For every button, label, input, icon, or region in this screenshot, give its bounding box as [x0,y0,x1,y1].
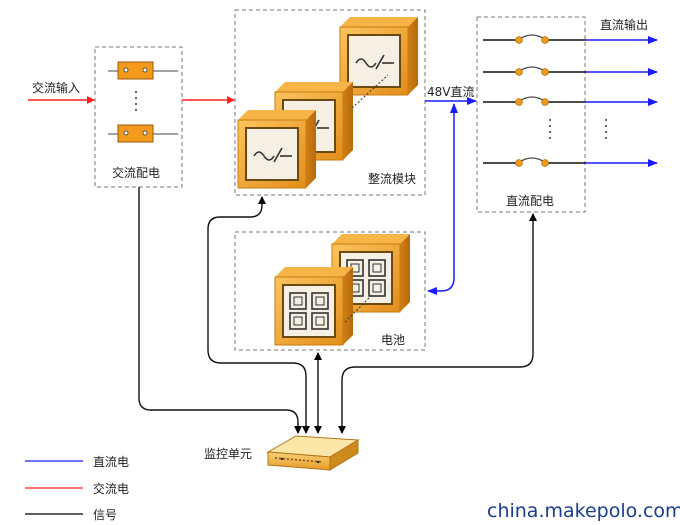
battery-label: 电池 [381,333,406,347]
battery-module-1 [274,266,354,346]
legend-signal-label: 信号 [93,508,118,522]
watermark: china.makepolo.com [487,500,680,522]
dc-output-label: 直流输出 [600,18,649,32]
dc-branch-ellipsis [549,119,607,139]
monitor-unit-label: 监控单元 [204,447,253,461]
dc-branch-3 [483,96,586,107]
signal-dc-distribution-to-monitor [338,213,537,434]
dc-branch-2 [483,66,586,77]
dc-distribution-label: 直流配电 [506,194,555,208]
rectifier-module-label: 整流模块 [368,172,417,186]
legend-ac-label: 交流电 [93,482,130,496]
dc-48v-label: 48V直流 [427,85,475,99]
rectifier-dotted-connector [351,74,389,109]
rectifier-module-1 [237,109,317,189]
ac-distribution-box [94,46,183,188]
dc-branch-1 [483,34,586,45]
legend-dc-label: 直流电 [93,455,130,469]
ac-input-label: 交流输入 [32,81,81,95]
signal-ac-distribution-to-monitor [138,187,302,434]
ac-breaker-bottom [108,124,178,143]
rectifier-box [234,9,426,196]
dc-branch-4 [483,157,586,168]
dc-distribution-box [476,16,586,213]
legend [25,460,83,515]
ac-breaker-ellipsis [135,91,137,111]
monitor-unit-device [266,435,360,471]
ac-distribution-label: 交流配电 [112,166,161,180]
signal-rectifier-to-monitor [207,196,310,434]
dc-battery-bidirectional-arrow [427,103,458,295]
ac-breaker-top [108,61,178,80]
